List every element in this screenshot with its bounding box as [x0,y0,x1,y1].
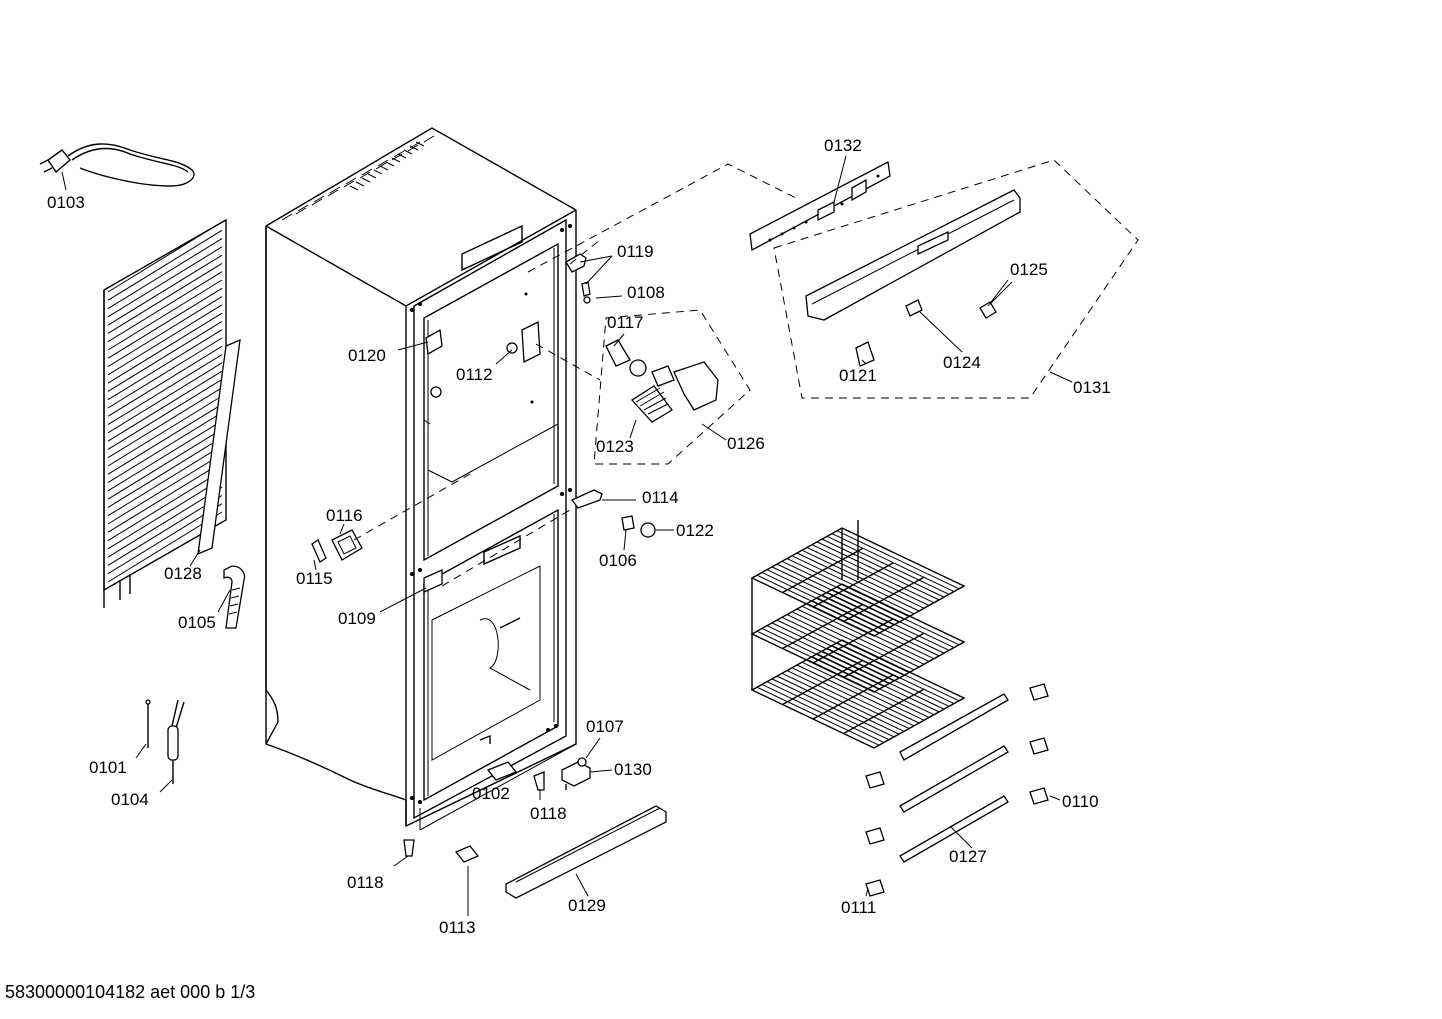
label-0115: 0115 [296,569,333,588]
control-board [749,160,891,252]
label-0117: 0117 [607,313,644,332]
label-0118-lower: 0118 [347,873,384,892]
shelf-strips [899,693,1009,863]
label-0128: 0128 [164,564,202,583]
label-0106: 0106 [599,551,637,570]
label-0104: 0104 [111,790,149,809]
fan-cover-0116 [311,529,363,563]
lower-hinge-0130 [486,757,591,791]
connector-lines [353,163,797,587]
bracket-0120 [425,328,443,356]
label-0131: 0131 [1073,378,1111,397]
label-0113: 0113 [439,918,476,937]
document-code: 58300000104182 aet 000 b 1/3 [5,982,256,1002]
label-0120: 0120 [348,346,386,365]
label-0123: 0123 [596,437,634,456]
label-0110: 0110 [1062,792,1099,811]
label-0122: 0122 [676,521,714,540]
power-cord [39,143,195,187]
control-panel [773,159,1139,399]
label-0116: 0116 [326,506,363,525]
label-0101: 0101 [89,758,127,777]
shelf-supports [865,683,1049,897]
shelves [750,520,966,749]
base-grille [505,805,667,899]
label-0126: 0126 [727,434,765,453]
label-0130: 0130 [614,760,652,779]
label-0108: 0108 [627,283,665,302]
upper-hinge-0119 [565,253,591,304]
label-0111: 0111 [841,898,877,917]
hinge-bracket-0109 [423,568,443,594]
label-0132: 0132 [824,136,862,155]
label-0109: 0109 [338,609,376,628]
label-0118-upper: 0118 [530,804,567,823]
label-0102: 0102 [472,784,510,803]
screw-0118-bottom [403,839,480,863]
drain-hose [223,565,246,629]
probes [145,699,185,784]
label-0121: 0121 [839,366,877,385]
light-assembly [593,309,751,465]
label-0103: 0103 [47,193,85,212]
label-0114: 0114 [642,488,679,507]
cabinet [265,127,577,831]
condenser [103,218,241,608]
label-0127: 0127 [949,847,987,866]
label-0105: 0105 [178,613,216,632]
label-0119: 0119 [617,242,654,261]
middle-hinge-0114 [570,489,656,538]
label-0107: 0107 [586,717,624,736]
label-0129: 0129 [568,896,606,915]
leader-lines [61,155,1073,916]
lamp-socket [430,320,541,398]
label-0124: 0124 [943,353,981,372]
label-0125: 0125 [1010,260,1048,279]
label-0112: 0112 [456,365,493,384]
